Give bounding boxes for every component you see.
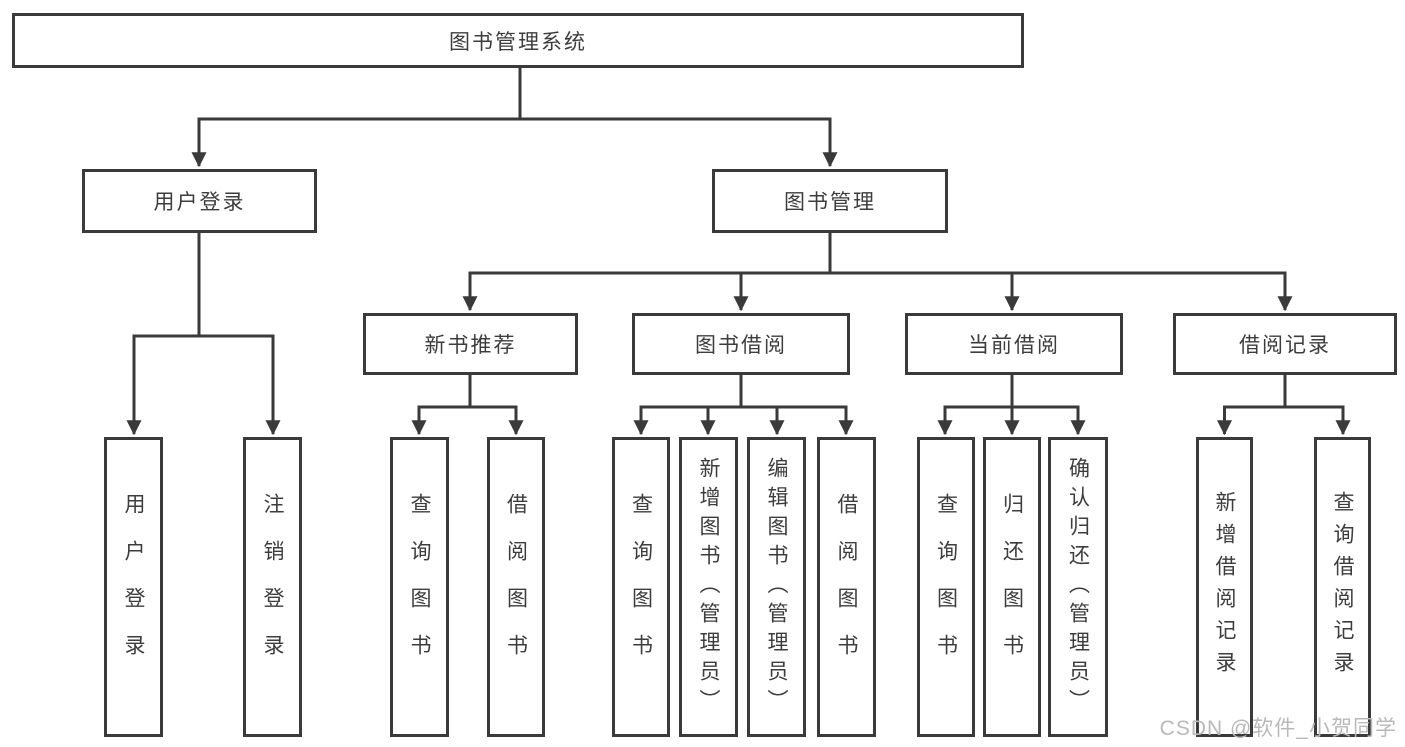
leaf-add-book-admin: 新增图书（管理员）	[679, 437, 738, 737]
node-current-borrowing: 当前借阅	[905, 313, 1123, 375]
csdn-watermark: CSDN @软件_小贺同学	[1159, 717, 1397, 740]
node-new-book-recommendation: 新书推荐	[363, 313, 578, 375]
leaf-logout: 注销登录	[243, 437, 302, 737]
leaf-query-book-current: 查询图书	[917, 437, 975, 737]
leaf-add-borrow-record: 新增借阅记录	[1196, 437, 1253, 737]
node-book-borrowing: 图书借阅	[632, 313, 850, 375]
leaf-confirm-return-admin: 确认归还（管理员）	[1048, 437, 1108, 737]
node-borrowing-record: 借阅记录	[1173, 313, 1397, 375]
node-user-login: 用户登录	[82, 169, 317, 233]
leaf-edit-book-admin: 编辑图书（管理员）	[747, 437, 806, 737]
leaf-query-book-borrow: 查询图书	[612, 437, 670, 737]
node-book-management: 图书管理	[712, 169, 948, 233]
leaf-query-borrow-record: 查询借阅记录	[1314, 437, 1371, 737]
node-root: 图书管理系统	[12, 13, 1024, 68]
leaf-query-book-rec: 查询图书	[390, 437, 449, 737]
leaf-return-book: 归还图书	[983, 437, 1041, 737]
leaf-user-login: 用户登录	[104, 437, 163, 737]
leaf-borrow-book: 借阅图书	[817, 437, 876, 737]
leaf-borrow-book-rec: 借阅图书	[487, 437, 545, 737]
